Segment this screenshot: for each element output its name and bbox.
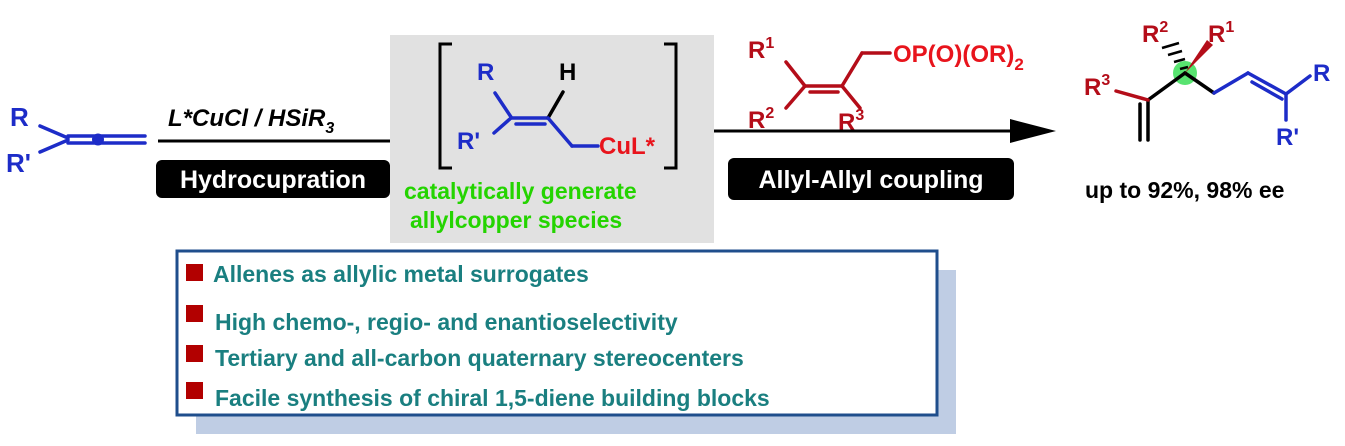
- product-r2: R: [1142, 21, 1159, 48]
- feature-item-3: Tertiary and all-carbon quaternary stere…: [215, 345, 744, 371]
- product-r1-superscript: 1: [1225, 19, 1234, 36]
- svg-text:R1: R1: [748, 35, 774, 64]
- allene-bond-top: [38, 124, 70, 140]
- svg-text:L*CuCl / HSiR3: L*CuCl / HSiR3: [168, 105, 334, 137]
- product-diene: R3 R2 R1 R R' up to 92%, 98% ee: [1084, 19, 1330, 203]
- allyl-phosphate-electrophile: R1 R2 R3 OP(O)(OR)2: [748, 35, 1024, 136]
- electrophile-r1-superscript: 1: [765, 35, 774, 52]
- svg-text:R3: R3: [838, 107, 864, 136]
- step2-allyl-coupling: Allyl-Allyl coupling: [714, 119, 1056, 200]
- allyl-coupling-label: Allyl-Allyl coupling: [758, 166, 983, 194]
- electrophile-r2: R: [748, 107, 765, 134]
- feature-item-1: Allenes as allylic metal surrogates: [213, 261, 589, 287]
- feature-bullet-2: [186, 305, 203, 322]
- features-box-frame: [175, 249, 939, 417]
- product-r2-superscript: 2: [1159, 19, 1168, 36]
- svg-text:R2: R2: [1142, 19, 1168, 48]
- intermediate-panel: R H R' CuL* catalytically generate allyl…: [390, 35, 714, 243]
- product-substituent-r: R: [1313, 60, 1330, 87]
- hydrocupration-label: Hydrocupration: [180, 166, 366, 194]
- features-box: Allenes as allylic metal surrogates High…: [175, 249, 956, 434]
- allene-bond-bottom: [38, 138, 70, 154]
- intermediate-hydrogen: H: [559, 59, 576, 86]
- svg-text:R3: R3: [1084, 72, 1110, 101]
- intermediate-caption-line1: catalytically generate: [404, 178, 637, 204]
- feature-item-2: High chemo-, regio- and enantioselectivi…: [215, 309, 678, 335]
- yield-and-ee: up to 92%, 98% ee: [1085, 177, 1284, 203]
- hydrocupration-label-box: [156, 160, 390, 198]
- feature-bullet-4: [186, 382, 203, 399]
- hashed-bond: [1161, 41, 1189, 71]
- electrophile-r3-superscript: 3: [855, 107, 864, 124]
- allene-substituent-rprime: R': [6, 148, 31, 178]
- right-bracket: [664, 42, 678, 170]
- product-substituent-rprime: R': [1276, 124, 1299, 151]
- svg-text:R2: R2: [748, 105, 774, 134]
- svg-text:R1: R1: [1208, 19, 1234, 48]
- intermediate-caption-line2: allylcopper species: [410, 207, 622, 233]
- product-r3: R: [1084, 74, 1101, 101]
- feature-item-4: Facile synthesis of chiral 1,5-diene bui…: [215, 385, 770, 411]
- intermediate-substituent-r: R: [477, 59, 494, 86]
- allene-substituent-r: R: [10, 102, 29, 132]
- intermediate-background: [390, 35, 714, 243]
- leaving-group: OP(O)(OR): [893, 41, 1014, 68]
- intermediate-substituent-rprime: R': [457, 128, 480, 155]
- product-r1: R: [1208, 21, 1225, 48]
- feature-bullet-3: [186, 345, 203, 362]
- wedge-bond: [1185, 40, 1213, 73]
- electrophile-r1: R: [748, 37, 765, 64]
- step2-arrow-head: [1010, 119, 1056, 143]
- left-bracket: [438, 42, 452, 170]
- step1-hydrocupration: L*CuCl / HSiR3 Hydrocupration: [156, 105, 390, 198]
- step1-reagent-subscript: 3: [325, 120, 334, 137]
- leaving-group-subscript: 2: [1014, 55, 1023, 74]
- electrophile-r3: R: [838, 109, 855, 136]
- electrophile-r2-superscript: 2: [765, 105, 774, 122]
- svg-text:OP(O)(OR)2: OP(O)(OR)2: [893, 41, 1024, 74]
- product-r3-superscript: 3: [1101, 72, 1110, 89]
- feature-bullet-1: [186, 264, 203, 281]
- copper-ligand: CuL*: [599, 133, 656, 160]
- allene-reactant: R R': [6, 102, 147, 178]
- allyl-coupling-label-box: [728, 158, 1014, 200]
- allene-central-carbon: [92, 133, 104, 146]
- step1-reagent: L*CuCl / HSiR: [168, 105, 326, 132]
